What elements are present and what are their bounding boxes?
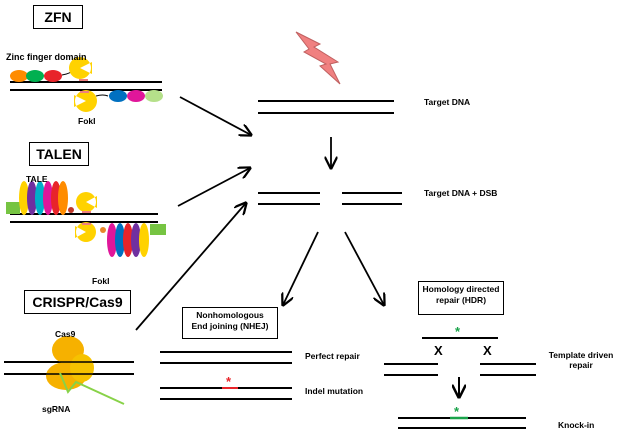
tale-repeat-yellow: [19, 181, 29, 215]
hdr-title-line1: Homology directed: [422, 284, 500, 294]
tale-repeat-b-yellow: [139, 223, 149, 257]
talen-construct: [6, 181, 166, 257]
zinc-finger-domain-label: Zinc finger domain: [6, 52, 87, 62]
talen-title: TALEN: [36, 146, 82, 162]
perfect-repair-label: Perfect repair: [305, 351, 360, 361]
tale-repeat-cyan: [35, 181, 45, 215]
tale-nterm-block: [6, 202, 20, 214]
tale-repeat-b-blue: [115, 223, 125, 257]
talen-title-box: TALEN: [29, 142, 89, 166]
tale-repeat-orange: [58, 181, 68, 215]
arrow-zfn-to-target: [179, 96, 251, 135]
zinc-finger-magenta: [127, 90, 145, 102]
arrow-crispr-to-target: [135, 203, 246, 331]
sgrna-label: sgRNA: [42, 404, 71, 414]
zinc-finger-orange: [10, 70, 28, 82]
zfn-title: ZFN: [44, 9, 72, 25]
zinc-finger-red: [44, 70, 62, 82]
talen-fokI-label: FokI: [92, 276, 110, 286]
hdr-title-box: Homology directed repair (HDR): [418, 281, 504, 315]
fokI-top: [69, 57, 92, 79]
cas9-lobe-side: [70, 354, 94, 382]
crossover-left: X: [434, 343, 443, 358]
fokI-talen-top: [76, 192, 97, 212]
zfn-title-box: ZFN: [33, 5, 83, 29]
tale-cterm-dot-top: [68, 207, 74, 213]
hdr-title-line2: repair (HDR): [435, 295, 487, 305]
cas9-label: Cas9: [55, 329, 76, 339]
tale-label: TALE: [26, 174, 48, 184]
indel-asterisk: *: [226, 374, 232, 389]
donor-asterisk: *: [455, 324, 461, 339]
tale-repeat-red: [51, 181, 61, 215]
tale-repeat-purple: [27, 181, 37, 215]
tale-cterm-dot-bottom: [100, 227, 106, 233]
indel-mutation-label: Indel mutation: [305, 386, 364, 396]
fokI-bottom: [74, 90, 97, 112]
template-driven-label: Template driven repair: [545, 350, 617, 370]
fokI-talen-bottom: [75, 222, 96, 242]
tale-repeat-b-purple: [131, 223, 141, 257]
tale-repeat-b-red: [123, 223, 133, 257]
arrow-dsb-to-hdr: [344, 231, 384, 305]
nhej-title-line1: Nonhomologous: [196, 310, 264, 320]
zinc-finger-blue: [109, 90, 127, 102]
nhej-title-box: Nonhomologous End joining (NHEJ): [182, 307, 278, 339]
tale-repeat-b-magenta: [107, 223, 117, 257]
template-driven-line2: repair: [569, 360, 593, 370]
tale-cterm-block: [150, 224, 166, 235]
target-dna-label: Target DNA: [424, 97, 471, 107]
crispr-title-box: CRISPR/Cas9: [24, 290, 131, 314]
knockin-asterisk: *: [454, 404, 460, 419]
sgrna-strand: [59, 372, 125, 405]
zfn-linker-bottom: [95, 94, 109, 97]
crossover-right: X: [483, 343, 492, 358]
arrow-dsb-to-nhej: [283, 231, 319, 305]
knock-in-label: Knock-in: [558, 420, 595, 430]
arrow-talen-to-target: [177, 168, 250, 207]
target-dna-dsb-label: Target DNA + DSB: [424, 188, 498, 198]
zfn-fokI-label: FokI: [78, 116, 96, 126]
crispr-construct: [4, 336, 134, 405]
template-driven-line1: Template driven: [548, 350, 614, 360]
tale-repeat-magenta: [43, 181, 53, 215]
zfn-construct: [10, 57, 163, 112]
zinc-finger-lightgreen: [145, 90, 163, 102]
lightning-bolt-icon: [295, 31, 341, 85]
crispr-title: CRISPR/Cas9: [32, 294, 123, 310]
zinc-finger-green: [26, 70, 44, 82]
nhej-title-line2: End joining (NHEJ): [191, 321, 269, 331]
